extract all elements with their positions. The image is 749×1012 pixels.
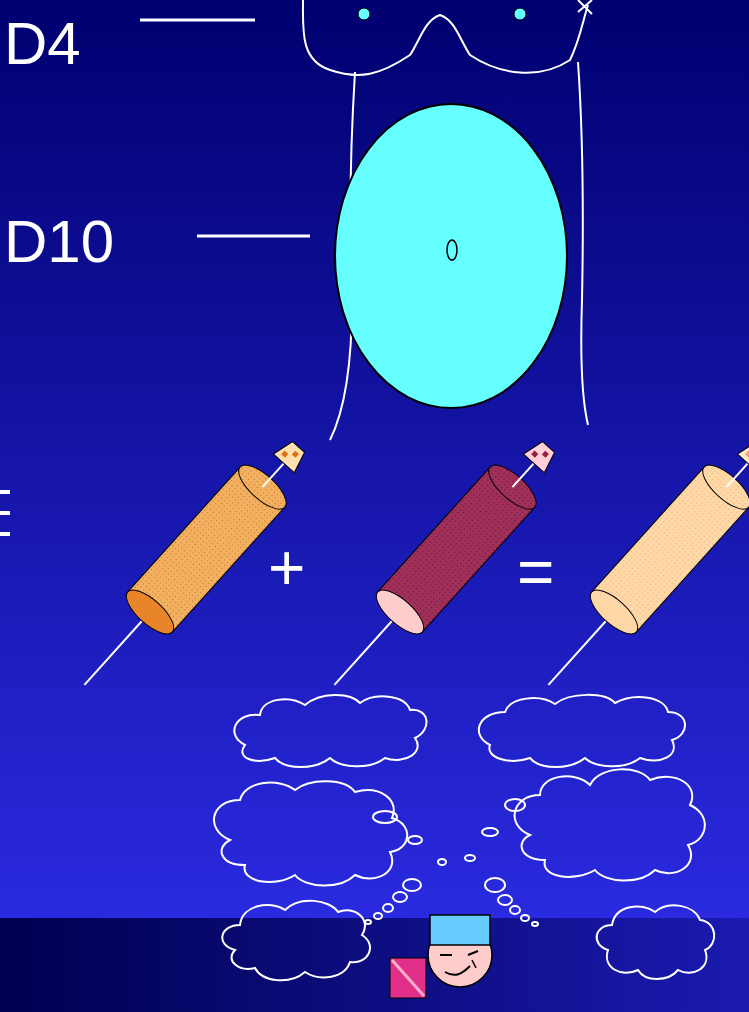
thought-cloud	[214, 695, 714, 980]
navel	[447, 240, 457, 260]
edge-mark	[0, 490, 10, 536]
torso-outline	[303, 0, 592, 440]
nipple	[514, 8, 526, 20]
level-label: D10	[4, 212, 114, 272]
equals-sign: =	[517, 540, 554, 604]
level-label: D4	[4, 14, 81, 74]
floor-band	[0, 918, 749, 1012]
level-line	[197, 235, 310, 238]
background	[0, 0, 749, 920]
syringe	[312, 427, 571, 705]
plus-sign: +	[268, 536, 305, 600]
syringe	[526, 427, 749, 705]
level-line	[140, 19, 255, 22]
doctor-figure	[390, 915, 492, 998]
syringe	[62, 427, 321, 705]
nipple	[358, 8, 370, 20]
abdomen-oval	[335, 104, 567, 408]
